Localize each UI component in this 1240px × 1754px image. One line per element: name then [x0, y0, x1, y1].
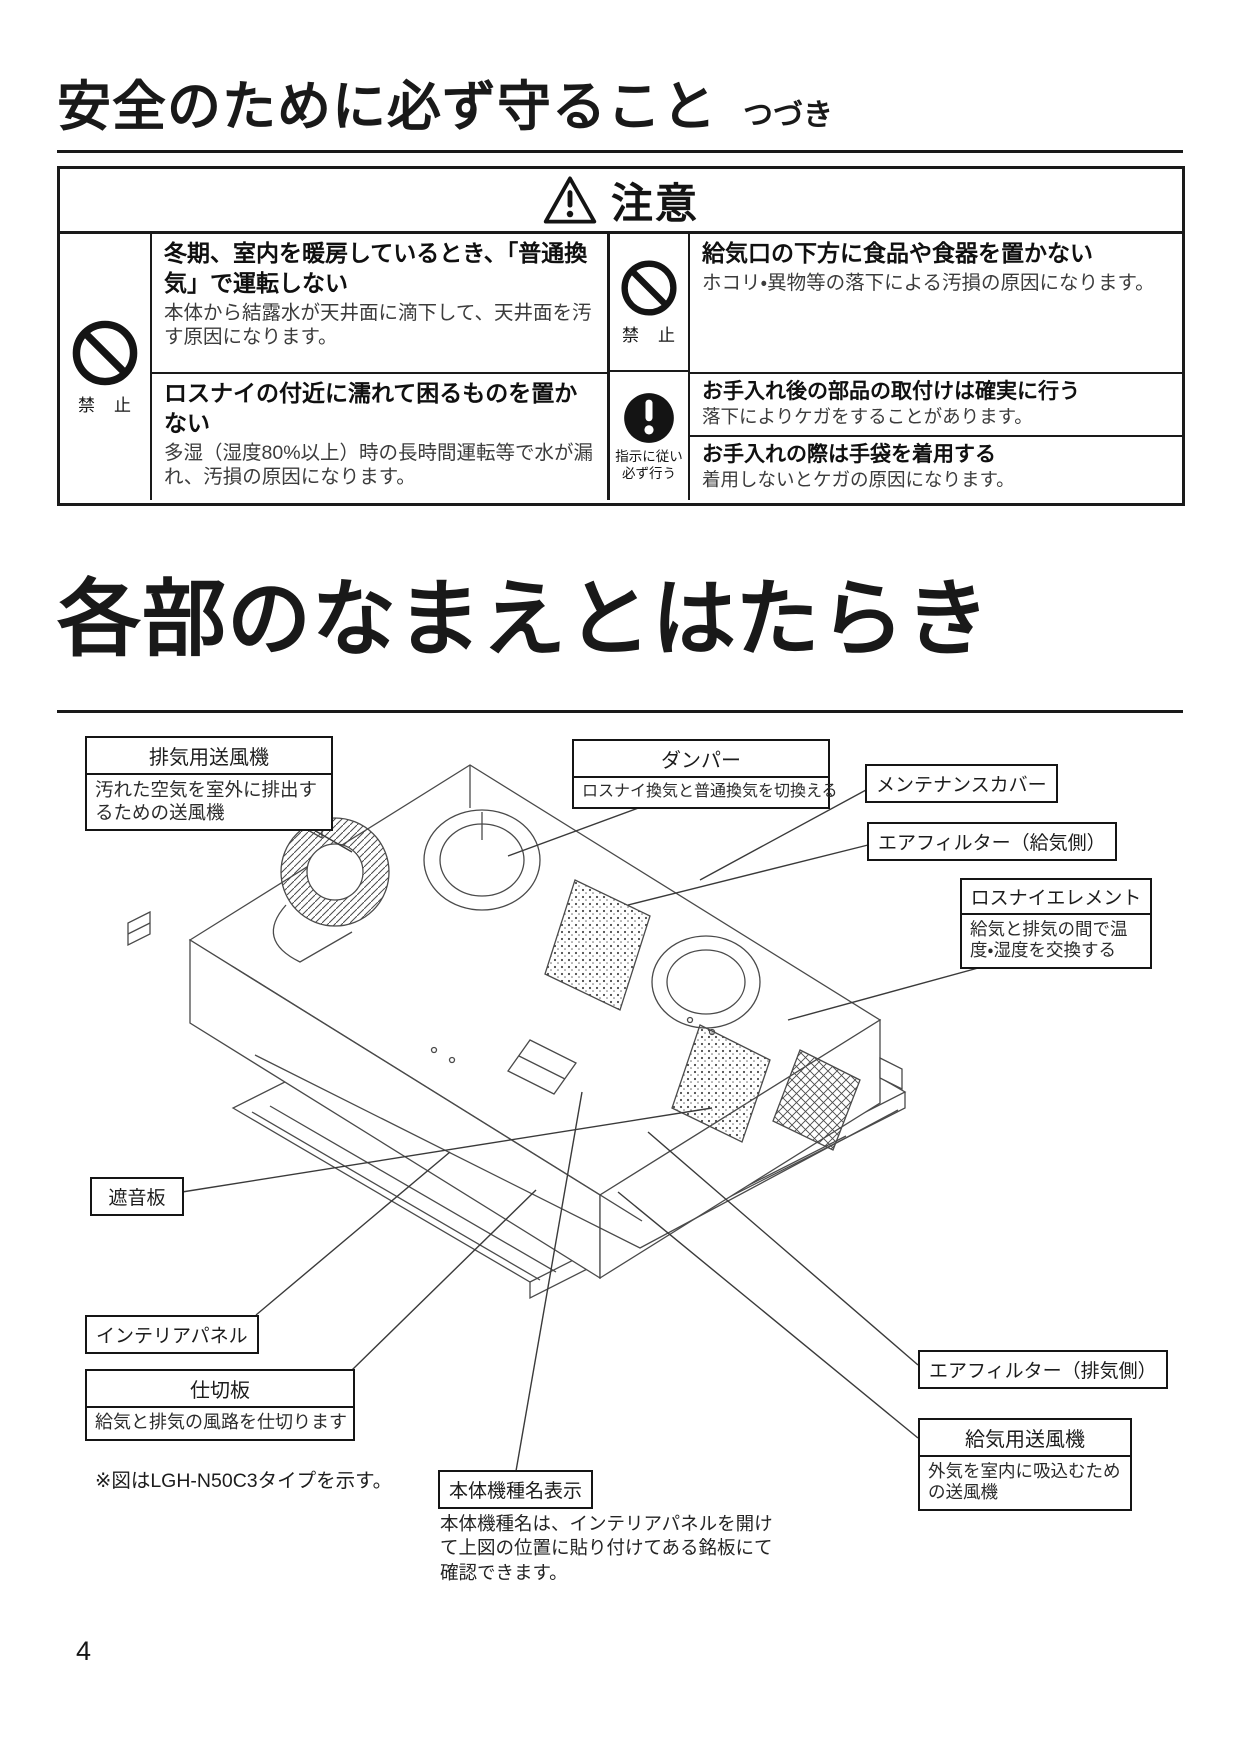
page-title-main: 安全のために必ず守ること: [57, 77, 717, 137]
prohibition-icon: [71, 319, 139, 387]
caution-item: 冬期、室内を暖房しているとき、「普通換気」で運転しない 本体から結露水が天井面に…: [152, 234, 607, 372]
callout-partition-plate: 仕切板 給気と排気の風路を仕切ります: [85, 1369, 355, 1441]
caution-left-icon-col: 禁 止: [60, 234, 152, 500]
caution-item: 給気口の下方に食品や食器を置かない ホコリ・異物等の落下による汚損の原因になりま…: [690, 234, 1182, 372]
figure-note: ※図はLGH-N50C3タイプを示す。: [95, 1470, 393, 1492]
caution-header-label: 注意: [610, 179, 699, 227]
warning-triangle-icon: [543, 175, 597, 225]
callout-supply-fan: 給気用送風機 外気を室内に吸込むための送風機: [918, 1418, 1132, 1511]
caution-item-title: 冬期、室内を暖房しているとき、「普通換気」で運転しない: [164, 240, 588, 296]
prohibition-cell: 禁 止: [60, 234, 150, 500]
caution-item-title: お手入れ後の部品の取付けは確実に行う: [702, 380, 1080, 403]
callout-desc: 給気と排気の間で温度・湿度を交換する: [970, 919, 1128, 961]
caution-item-body: 着用しないとケガの原因になります。: [702, 469, 1015, 491]
unit-diagram: [127, 764, 1001, 1472]
page-title-suffix: つづき: [743, 99, 833, 132]
callout-lossnay-element: ロスナイエレメント 給気と排気の間で温度・湿度を交換する: [960, 878, 1152, 969]
prohibition-cell: 禁 止: [610, 234, 688, 372]
caution-header: 注意: [60, 169, 1182, 234]
caution-right-icon-col: 禁 止 指示に従い 必ず行う: [610, 234, 690, 500]
caution-left: 禁 止 冬期、室内を暖房しているとき、「普通換気」で運転しない 本体から結露水が…: [60, 234, 607, 500]
caution-right: 禁 止 指示に従い 必ず行う: [607, 234, 1182, 500]
callout-desc: 外気を室内に吸込むための送風機: [928, 1461, 1121, 1503]
callout-maintenance-cover: メンテナンスカバー: [865, 764, 1058, 803]
callout-air-filter-supply: エアフィルター（給気側）: [867, 822, 1117, 861]
caution-item-body: 落下によりケガをすることがあります。: [702, 406, 1033, 428]
callout-interior-panel: インテリアパネル: [85, 1315, 259, 1354]
callout-label: 排気用送風機: [87, 738, 331, 775]
caution-item: ロスナイの付近に濡れて困るものを置かない 多湿（湿度80%以上）時の長時間運転等…: [152, 372, 607, 500]
mandatory-icon: [622, 391, 676, 445]
callout-label: ロスナイエレメント: [962, 880, 1150, 915]
page-title: 安全のために必ず守ること つづき: [57, 62, 1183, 141]
callout-desc: 給気と排気の風路を仕切ります: [95, 1412, 347, 1432]
mandatory-label-line1: 指示に従い: [615, 448, 683, 464]
prohibition-icon: [620, 259, 678, 317]
caution-item-title: 給気口の下方に食品や食器を置かない: [702, 240, 1093, 266]
callout-desc: ロスナイ換気と普通換気を切換える: [582, 783, 838, 800]
caution-body: 禁 止 冬期、室内を暖房しているとき、「普通換気」で運転しない 本体から結露水が…: [60, 234, 1182, 500]
caution-right-text-col: 給気口の下方に食品や食器を置かない ホコリ・異物等の落下による汚損の原因になりま…: [690, 234, 1182, 500]
callout-exhaust-fan: 排気用送風機 汚れた空気を室外に排出するための送風機: [85, 736, 333, 832]
title-rule: [57, 150, 1183, 153]
caution-panel: 注意 禁 止: [57, 166, 1185, 506]
caution-left-text-col: 冬期、室内を暖房しているとき、「普通換気」で運転しない 本体から結露水が天井面に…: [152, 234, 607, 500]
caution-item-title: ロスナイの付近に濡れて困るものを置かない: [164, 380, 578, 436]
prohibition-label: 禁 止: [622, 325, 676, 345]
mandatory-cell: 指示に従い 必ず行う: [610, 372, 688, 500]
callout-desc: 汚れた空気を室外に排出するための送風機: [95, 779, 318, 823]
callout-damper: ダンパー ロスナイ換気と普通換気を切換える: [572, 739, 838, 809]
page-number: 4: [76, 1636, 92, 1666]
mandatory-label-line2: 必ず行う: [622, 465, 676, 481]
callout-label: ダンパー: [574, 741, 828, 778]
caution-item: お手入れの際は手袋を着用する 着用しないとケガの原因になります。: [690, 435, 1182, 500]
model-name-note: 本体機種名は、インテリアパネルを開けて上図の位置に貼り付けてある銘板にて確認でき…: [440, 1513, 773, 1583]
prohibition-label: 禁 止: [78, 395, 132, 415]
callout-model-name: 本体機種名表示: [438, 1470, 594, 1509]
caution-item-body: 多湿（湿度80%以上）時の長時間運転等で水が漏れ、汚損の原因になります。: [164, 441, 594, 489]
caution-item-body: 本体から結露水が天井面に滴下して、天井面を汚す原因になります。: [164, 301, 592, 349]
callout-air-filter-exhaust: エアフィルター（排気側）: [918, 1350, 1168, 1389]
callout-label: 給気用送風機: [920, 1420, 1130, 1457]
caution-item: お手入れ後の部品の取付けは確実に行う 落下によりケガをすることがあります。: [690, 372, 1182, 435]
section-title-rule: [57, 710, 1183, 713]
callout-sound-baffle: 遮音板: [90, 1177, 184, 1216]
caution-item-body: ホコリ・異物等の落下による汚損の原因になります。: [702, 271, 1155, 294]
section-title: 各部のなまえとはたらき: [57, 572, 991, 666]
callout-label: 仕切板: [87, 1371, 353, 1408]
caution-item-title: お手入れの際は手袋を着用する: [702, 443, 996, 466]
